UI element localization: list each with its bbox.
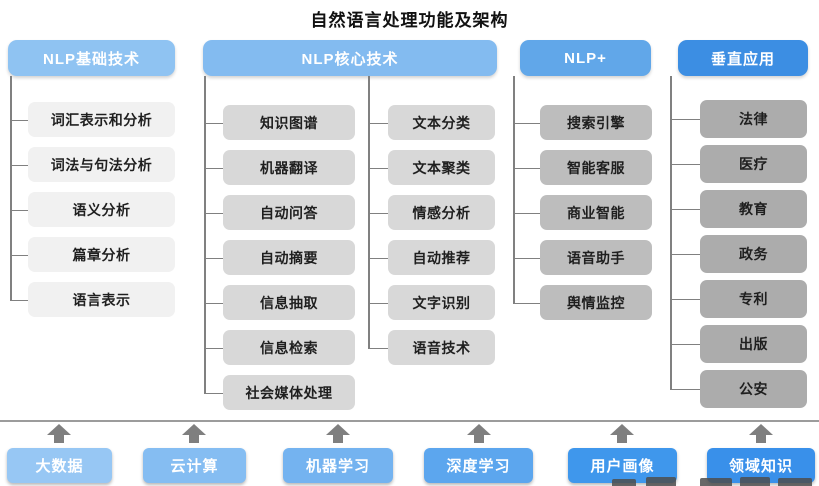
up-arrow-icon [182, 424, 206, 443]
node-lexical-syntactic-analysis: 词法与句法分析 [10, 147, 175, 182]
foundation-cloud-computing: 云计算 [143, 448, 246, 483]
connector-trunk-basic [10, 76, 12, 300]
node-intelligent-customer-service: 智能客服 [513, 150, 652, 185]
node-legal: 法律 [670, 100, 807, 138]
node-discourse-analysis: 篇章分析 [10, 237, 175, 272]
node-auto-recommendation: 自动推荐 [368, 240, 495, 275]
node-speech-technology: 语音技术 [368, 330, 495, 365]
node-public-security: 公安 [670, 370, 807, 408]
node-social-media-processing: 社会媒体处理 [204, 375, 355, 410]
node-language-representation: 语言表示 [10, 282, 175, 317]
column-nlp-core-left: 知识图谱 机器翻译 自动问答 自动摘要 信息抽取 信息检索 社会媒体处理 [204, 105, 355, 410]
foundation-big-data: 大数据 [7, 448, 112, 483]
node-education: 教育 [670, 190, 807, 228]
up-arrow-icon [47, 424, 71, 443]
foundation-machine-learning: 机器学习 [283, 448, 393, 483]
up-arrow-icon [326, 424, 350, 443]
header-nlp-core: NLP核心技术 [203, 40, 497, 76]
node-machine-translation: 机器翻译 [204, 150, 355, 185]
connector-trunk-vertical-apps [670, 76, 672, 389]
node-lexical-representation-analysis: 词汇表示和分析 [10, 102, 175, 137]
header-nlp-plus: NLP+ [520, 40, 651, 76]
node-information-retrieval: 信息检索 [204, 330, 355, 365]
column-vertical-apps: 法律 医疗 教育 政务 专利 出版 公安 [670, 100, 807, 408]
node-text-clustering: 文本聚类 [368, 150, 495, 185]
node-medical: 医疗 [670, 145, 807, 183]
column-nlp-basic: 词汇表示和分析 词法与句法分析 语义分析 篇章分析 语言表示 [10, 102, 175, 317]
node-voice-assistant: 语音助手 [513, 240, 652, 275]
node-information-extraction: 信息抽取 [204, 285, 355, 320]
up-arrow-icon [749, 424, 773, 443]
connector-trunk-nlp-plus [513, 76, 515, 303]
node-patent: 专利 [670, 280, 807, 318]
node-search-engine: 搜索引擎 [513, 105, 652, 140]
column-nlp-core-right: 文本分类 文本聚类 情感分析 自动推荐 文字识别 语音技术 [368, 105, 495, 365]
node-sentiment-analysis: 情感分析 [368, 195, 495, 230]
node-ocr: 文字识别 [368, 285, 495, 320]
up-arrow-icon [610, 424, 634, 443]
connector-trunk-core-left [204, 76, 206, 393]
column-nlp-plus: 搜索引擎 智能客服 商业智能 语音助手 舆情监控 [513, 105, 652, 320]
watermark-fragment [646, 477, 676, 486]
watermark-fragment [778, 478, 812, 486]
header-nlp-basic: NLP基础技术 [8, 40, 175, 76]
node-publishing: 出版 [670, 325, 807, 363]
foundation-deep-learning: 深度学习 [424, 448, 533, 483]
up-arrow-icon [467, 424, 491, 443]
watermark-fragment [612, 479, 636, 486]
node-semantic-analysis: 语义分析 [10, 192, 175, 227]
node-auto-summarization: 自动摘要 [204, 240, 355, 275]
node-text-classification: 文本分类 [368, 105, 495, 140]
connector-trunk-core-right [368, 76, 370, 348]
node-question-answering: 自动问答 [204, 195, 355, 230]
header-vertical-apps: 垂直应用 [678, 40, 808, 76]
foundation-separator-line [0, 420, 819, 422]
watermark-fragment [740, 477, 770, 486]
node-knowledge-graph: 知识图谱 [204, 105, 355, 140]
diagram-title: 自然语言处理功能及架构 [310, 11, 509, 30]
node-business-intelligence: 商业智能 [513, 195, 652, 230]
watermark-fragment [700, 478, 732, 486]
node-public-opinion-monitoring: 舆情监控 [513, 285, 652, 320]
node-government: 政务 [670, 235, 807, 273]
